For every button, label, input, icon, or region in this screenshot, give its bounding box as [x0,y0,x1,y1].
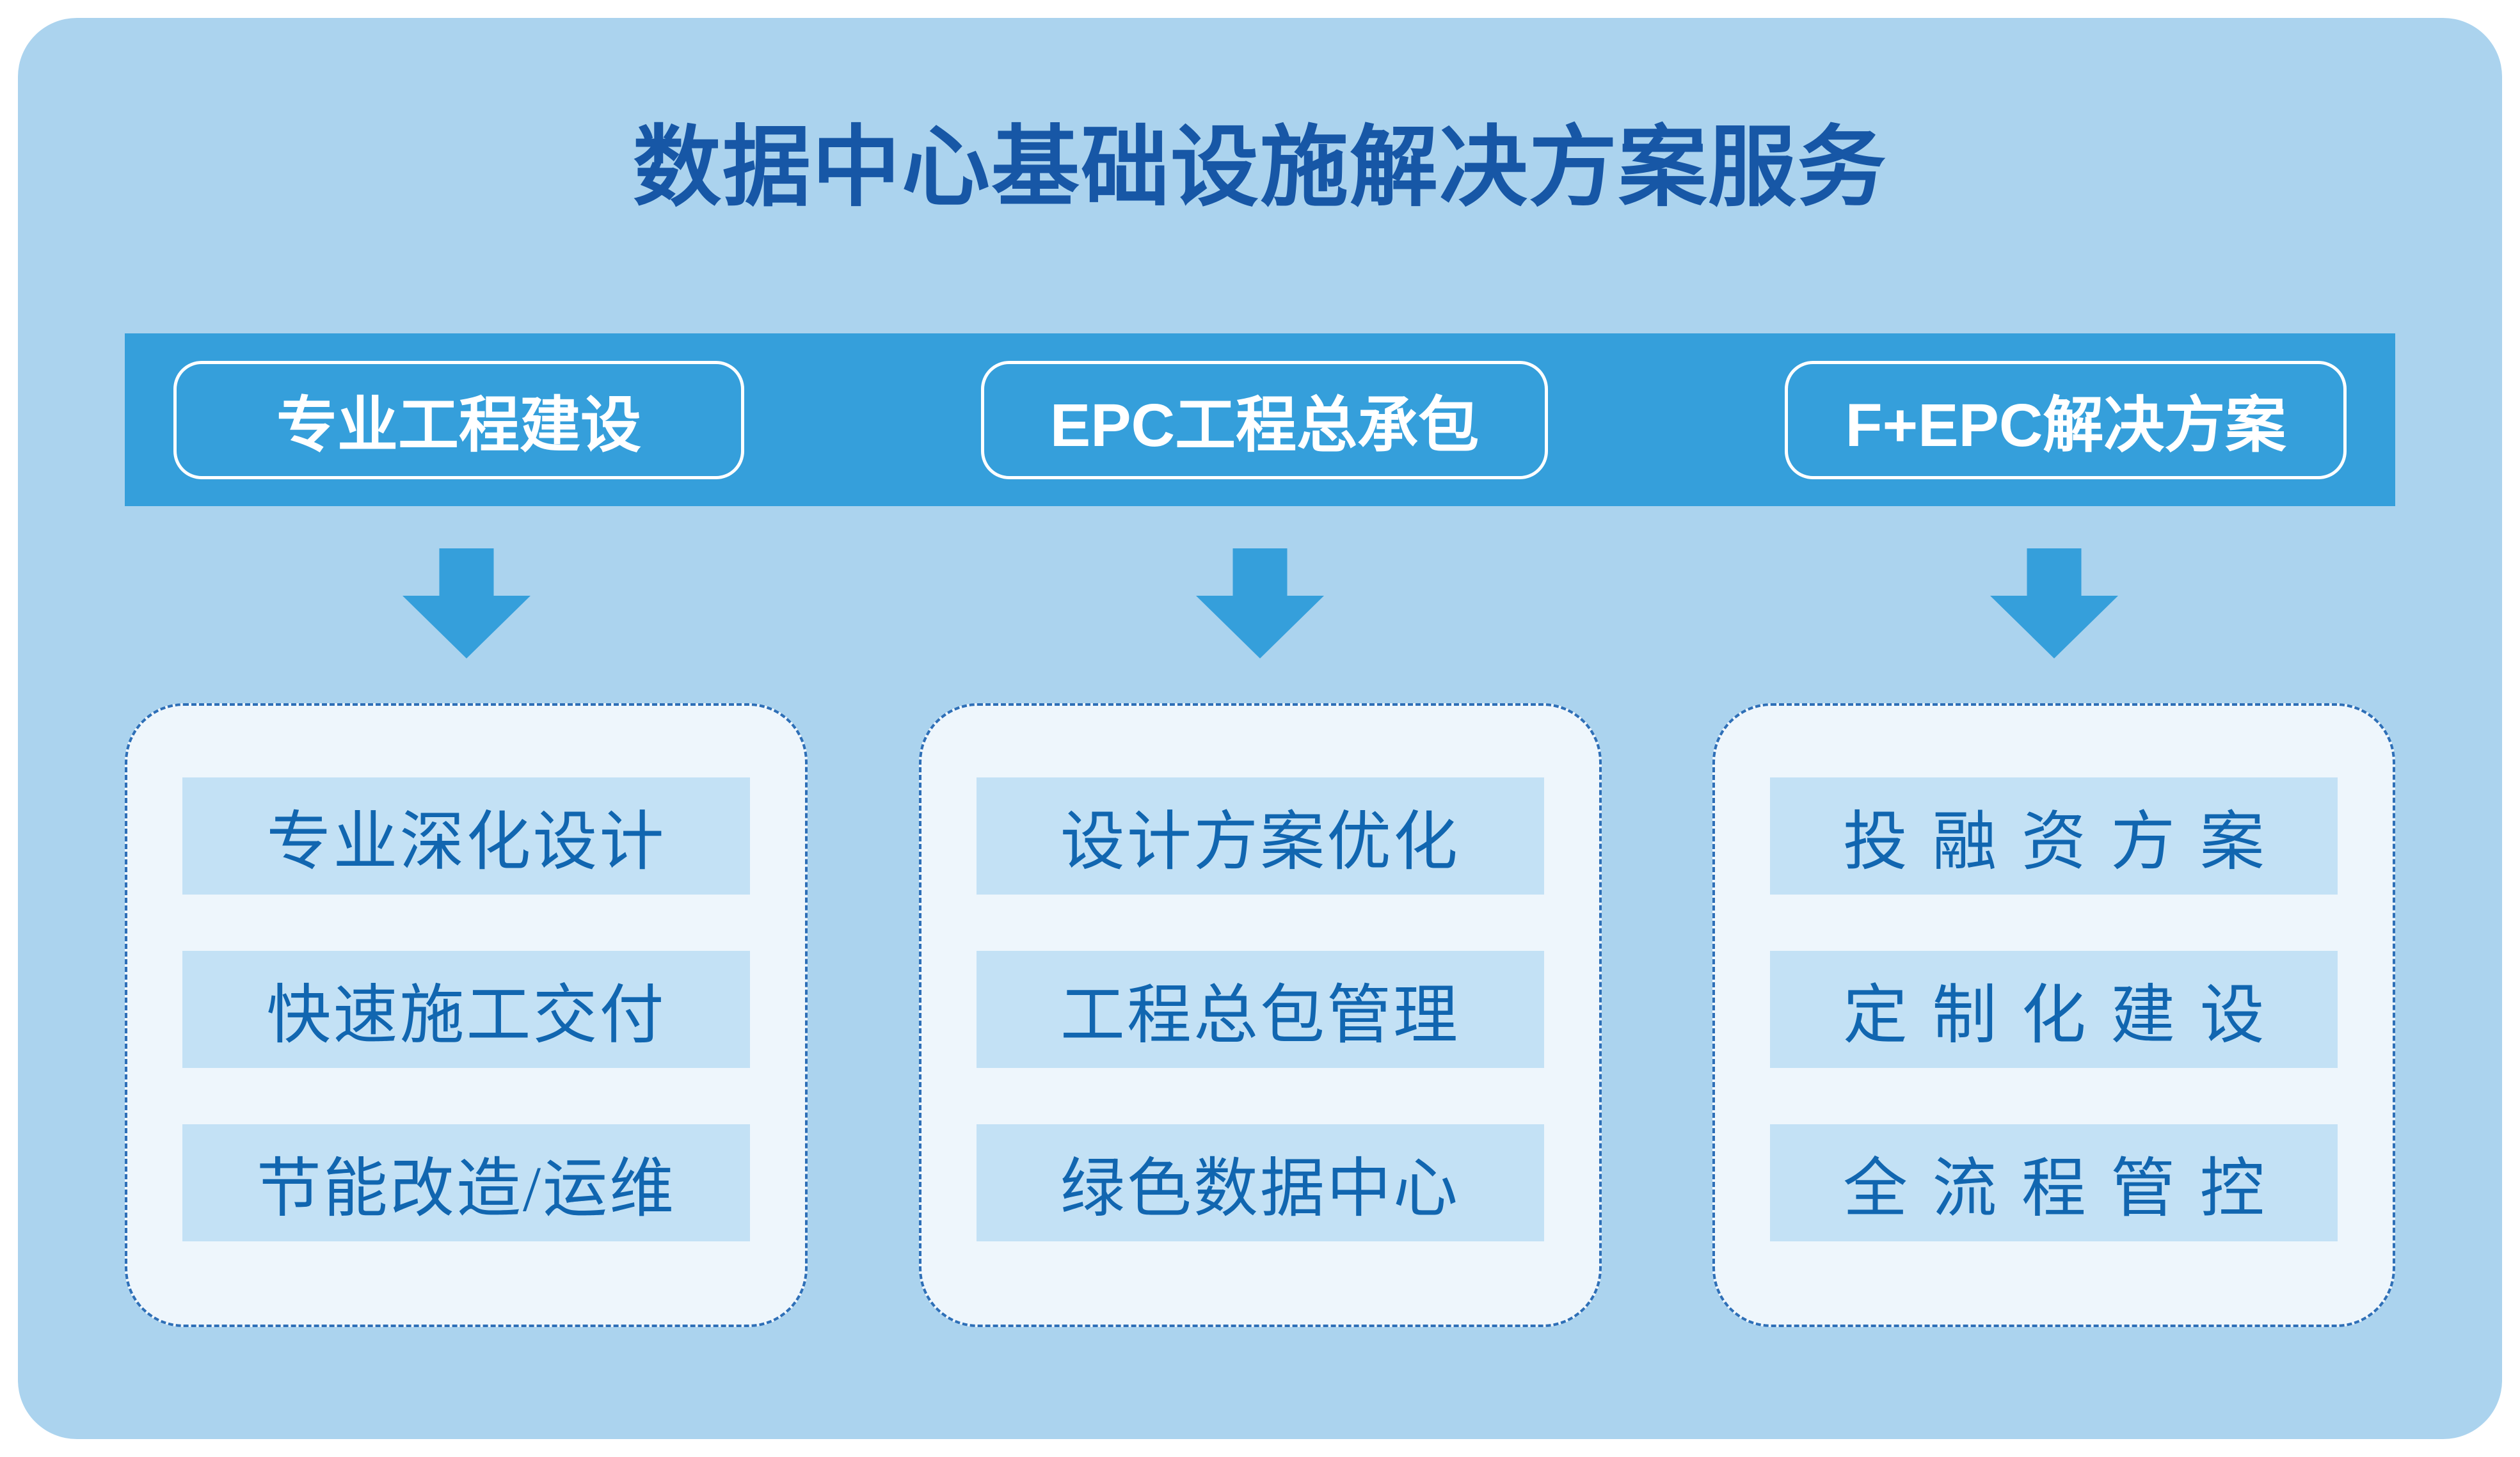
column-professional-construction: 专业深化设计 快速施工交付 节能改造/运维 [125,703,808,1327]
down-arrow-icon [1990,548,2118,658]
arrow-cell [125,548,808,658]
solution-item: 定制化建设 [1770,951,2338,1068]
tab-fepc-solution: F+EPC解决方案 [1785,360,2347,479]
solution-item: 节能改造/运维 [182,1124,750,1241]
down-arrow-icon [402,548,530,658]
tab-professional-construction: 专业工程建设 [173,360,744,479]
down-arrow-icon [1196,548,1324,658]
solution-item: 工程总包管理 [976,951,1544,1068]
solution-item: 设计方案优化 [976,777,1544,895]
tab-epc-contracting: EPC工程总承包 [981,360,1548,479]
solution-columns: 专业深化设计 快速施工交付 节能改造/运维 设计方案优化 工程总包管理 绿色数据… [125,703,2395,1327]
column-fepc-solution: 投融资方案 定制化建设 全流程管控 [1712,703,2395,1327]
tab-label: 专业工程建设 [276,391,641,459]
solution-item: 投融资方案 [1770,777,2338,895]
solution-item: 快速施工交付 [182,951,750,1068]
main-panel: 数据中心基础设施解决方案服务 专业工程建设 EPC工程总承包 F+EPC解决方案 [18,18,2502,1439]
tab-label: F+EPC解决方案 [1845,391,2286,459]
tab-label: EPC工程总承包 [1049,391,1479,459]
solution-item: 绿色数据中心 [976,1124,1544,1241]
page-title: 数据中心基础设施解决方案服务 [632,118,1887,217]
arrow-cell [919,548,1602,658]
solution-item: 全流程管控 [1770,1124,2338,1241]
arrow-cell [1712,548,2395,658]
solution-item: 专业深化设计 [182,777,750,895]
column-epc-contracting: 设计方案优化 工程总包管理 绿色数据中心 [918,703,1602,1327]
services-banner: 专业工程建设 EPC工程总承包 F+EPC解决方案 [125,333,2395,506]
arrows-row [125,548,2395,658]
